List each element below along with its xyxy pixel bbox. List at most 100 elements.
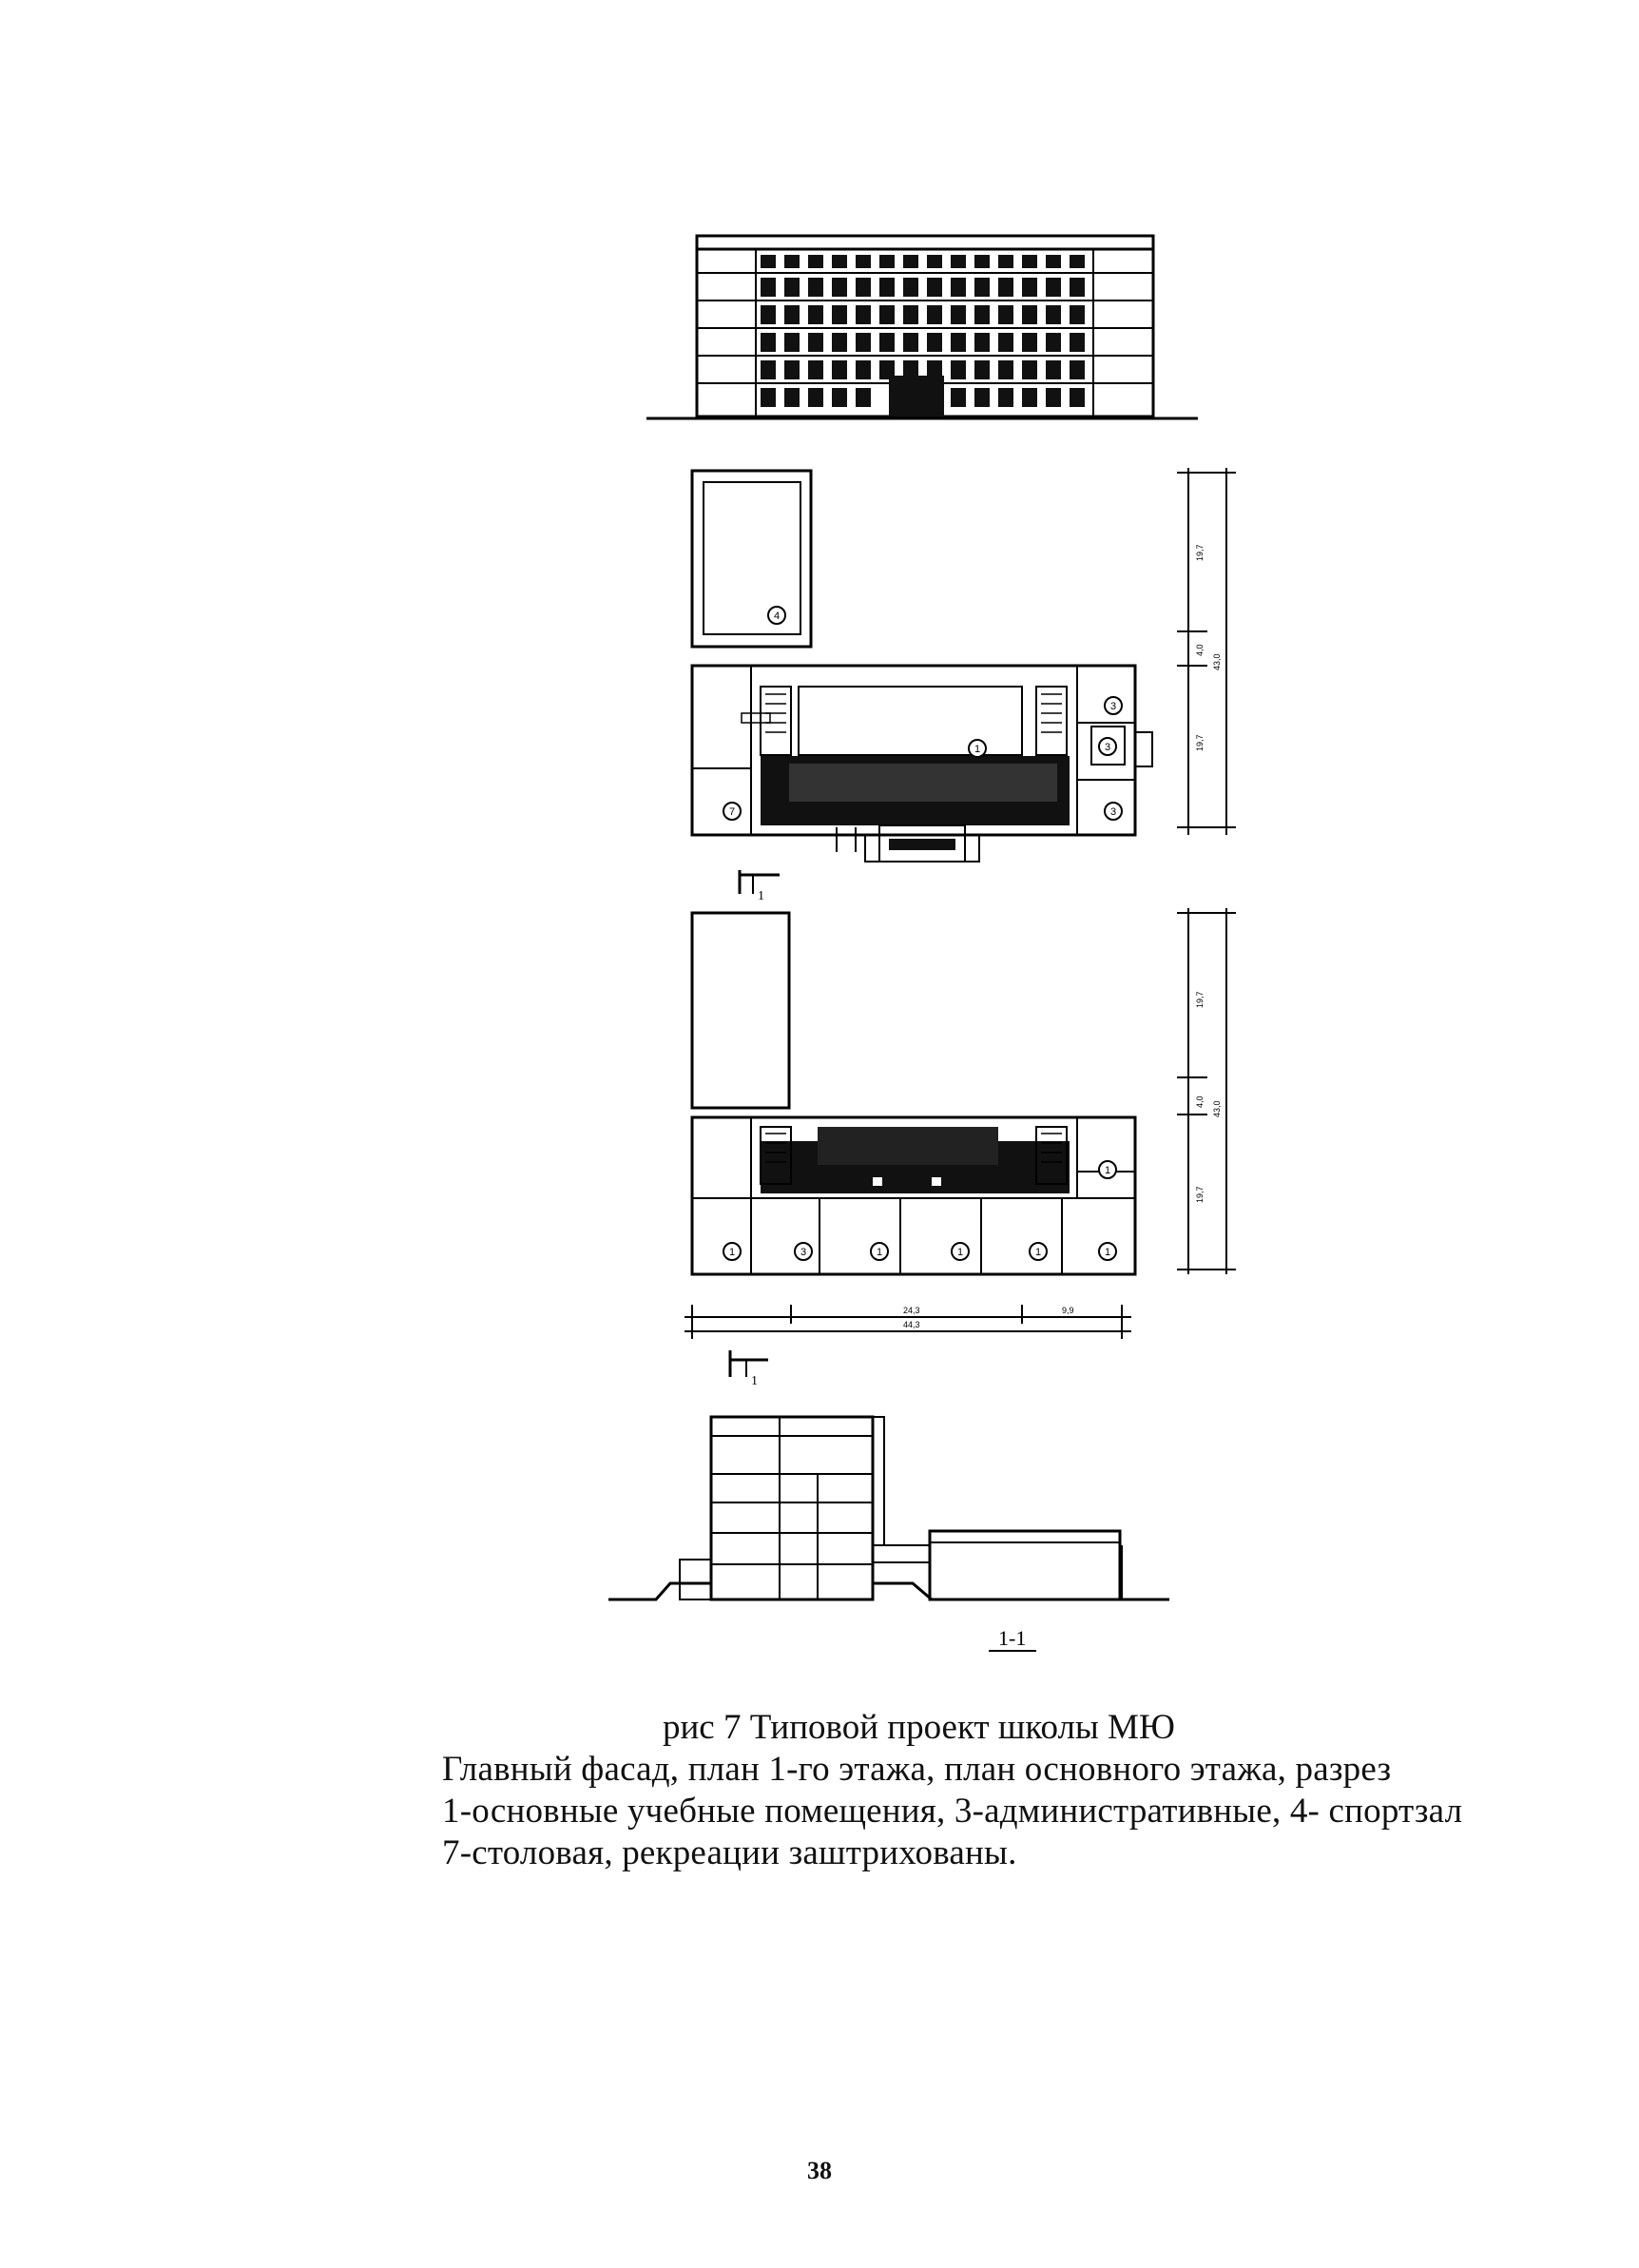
plan2-room-1f: 1 <box>1105 1247 1110 1258</box>
facade-window <box>903 333 918 352</box>
architectural-drawings: 1 1 <box>608 234 1236 1652</box>
typical-floor-plan <box>690 911 1137 1276</box>
facade-window <box>808 388 823 407</box>
facade-window <box>808 360 823 379</box>
caption-line-3: 7-столовая, рекреации заштрихованы. <box>442 1833 1017 1872</box>
section-mark-upper <box>738 870 780 894</box>
facade-window <box>974 305 990 324</box>
plan1-dim-middle: 4,0 <box>1195 644 1205 656</box>
facade-window <box>808 333 823 352</box>
plan1-dim-bottom: 19,7 <box>1195 734 1205 751</box>
facade-window <box>998 333 1013 352</box>
plan2-dim-total: 43,0 <box>1212 1100 1222 1117</box>
facade-window <box>998 305 1013 324</box>
facade-window <box>998 388 1013 407</box>
facade-window <box>974 278 990 297</box>
section-1-1 <box>608 1415 1169 1601</box>
facade-window <box>856 305 871 324</box>
section-mark-lower <box>728 1350 768 1377</box>
facade-window <box>951 305 966 324</box>
facade-window <box>808 255 823 268</box>
facade-window <box>903 278 918 297</box>
facade-window <box>974 388 990 407</box>
facade-window <box>974 255 990 268</box>
horizontal-dimension-lines <box>685 1305 1131 1339</box>
facade-window <box>832 388 847 407</box>
facade-window <box>761 305 776 324</box>
facade-window <box>1046 305 1061 324</box>
facade-window <box>927 305 942 324</box>
facade-window <box>856 360 871 379</box>
caption-title: рис 7 Типовой проект школы МЮ <box>663 1708 1175 1747</box>
facade-window <box>879 278 895 297</box>
facade-window <box>761 255 776 268</box>
facade-window <box>903 255 918 268</box>
facade-window <box>1046 388 1061 407</box>
section-label: 1-1 <box>998 1626 1026 1650</box>
facade-window <box>832 255 847 268</box>
facade-window <box>1022 360 1037 379</box>
facade-window <box>856 278 871 297</box>
facade-window <box>998 278 1013 297</box>
facade-window <box>879 333 895 352</box>
facade-window <box>832 333 847 352</box>
section-mark-2-label: 1 <box>751 1374 758 1388</box>
facade-window <box>1022 278 1037 297</box>
facade-window <box>808 305 823 324</box>
caption-line-2: 1-основные учебные помещения, 3-админист… <box>442 1792 1463 1831</box>
facade-window <box>1046 333 1061 352</box>
horizontal-dim-1: 24,3 <box>903 1306 920 1315</box>
facade-window <box>1046 255 1061 268</box>
facade-window <box>1070 305 1085 324</box>
facade-window <box>879 305 895 324</box>
facade-window <box>761 333 776 352</box>
plan1-room-3c: 3 <box>1110 806 1116 818</box>
plan2-room-1c: 1 <box>877 1247 882 1258</box>
facade-window <box>761 278 776 297</box>
facade-window <box>832 278 847 297</box>
facade-window <box>856 255 871 268</box>
facade-window <box>784 360 800 379</box>
plan2-dim-bottom: 19,7 <box>1195 1186 1205 1203</box>
plan2-room-1a: 1 <box>1105 1165 1110 1176</box>
facade-window <box>784 388 800 407</box>
caption-line-1: Главный фасад, план 1-го этажа, план осн… <box>442 1750 1392 1789</box>
plan2-room-1e: 1 <box>1035 1247 1041 1258</box>
plan1-dim-total: 43,0 <box>1212 653 1222 670</box>
facade-window <box>903 305 918 324</box>
plan2-room-3: 3 <box>800 1247 806 1258</box>
main-facade <box>646 234 1198 420</box>
facade-window <box>974 360 990 379</box>
facade-window <box>856 333 871 352</box>
facade-window <box>927 333 942 352</box>
facade-window <box>761 388 776 407</box>
facade-window <box>998 255 1013 268</box>
facade-window <box>951 388 966 407</box>
facade-window <box>761 360 776 379</box>
facade-window <box>1022 388 1037 407</box>
horizontal-dim-2: 9,9 <box>1062 1306 1074 1315</box>
facade-window <box>998 360 1013 379</box>
facade-window <box>1070 278 1085 297</box>
facade-window <box>1070 388 1085 407</box>
facade-window <box>1022 305 1037 324</box>
facade-window <box>927 360 942 379</box>
vertical-dimension-lines <box>1177 468 1236 1274</box>
plan2-room-1d: 1 <box>957 1247 963 1258</box>
plan1-room-3b: 3 <box>1105 742 1110 753</box>
facade-window <box>951 360 966 379</box>
facade-window <box>856 388 871 407</box>
facade-window <box>784 333 800 352</box>
plan2-room-1b: 1 <box>729 1247 735 1258</box>
facade-window <box>1022 333 1037 352</box>
facade-window <box>808 278 823 297</box>
facade-window <box>784 278 800 297</box>
facade-window <box>951 278 966 297</box>
facade-window <box>951 255 966 268</box>
plan2-dim-top: 19,7 <box>1195 991 1205 1008</box>
plan1-room-markers <box>723 606 1123 821</box>
plan1-room-3a: 3 <box>1110 701 1116 712</box>
facade-window <box>1070 333 1085 352</box>
facade-window <box>832 305 847 324</box>
plan2-room-markers <box>723 1160 1117 1261</box>
